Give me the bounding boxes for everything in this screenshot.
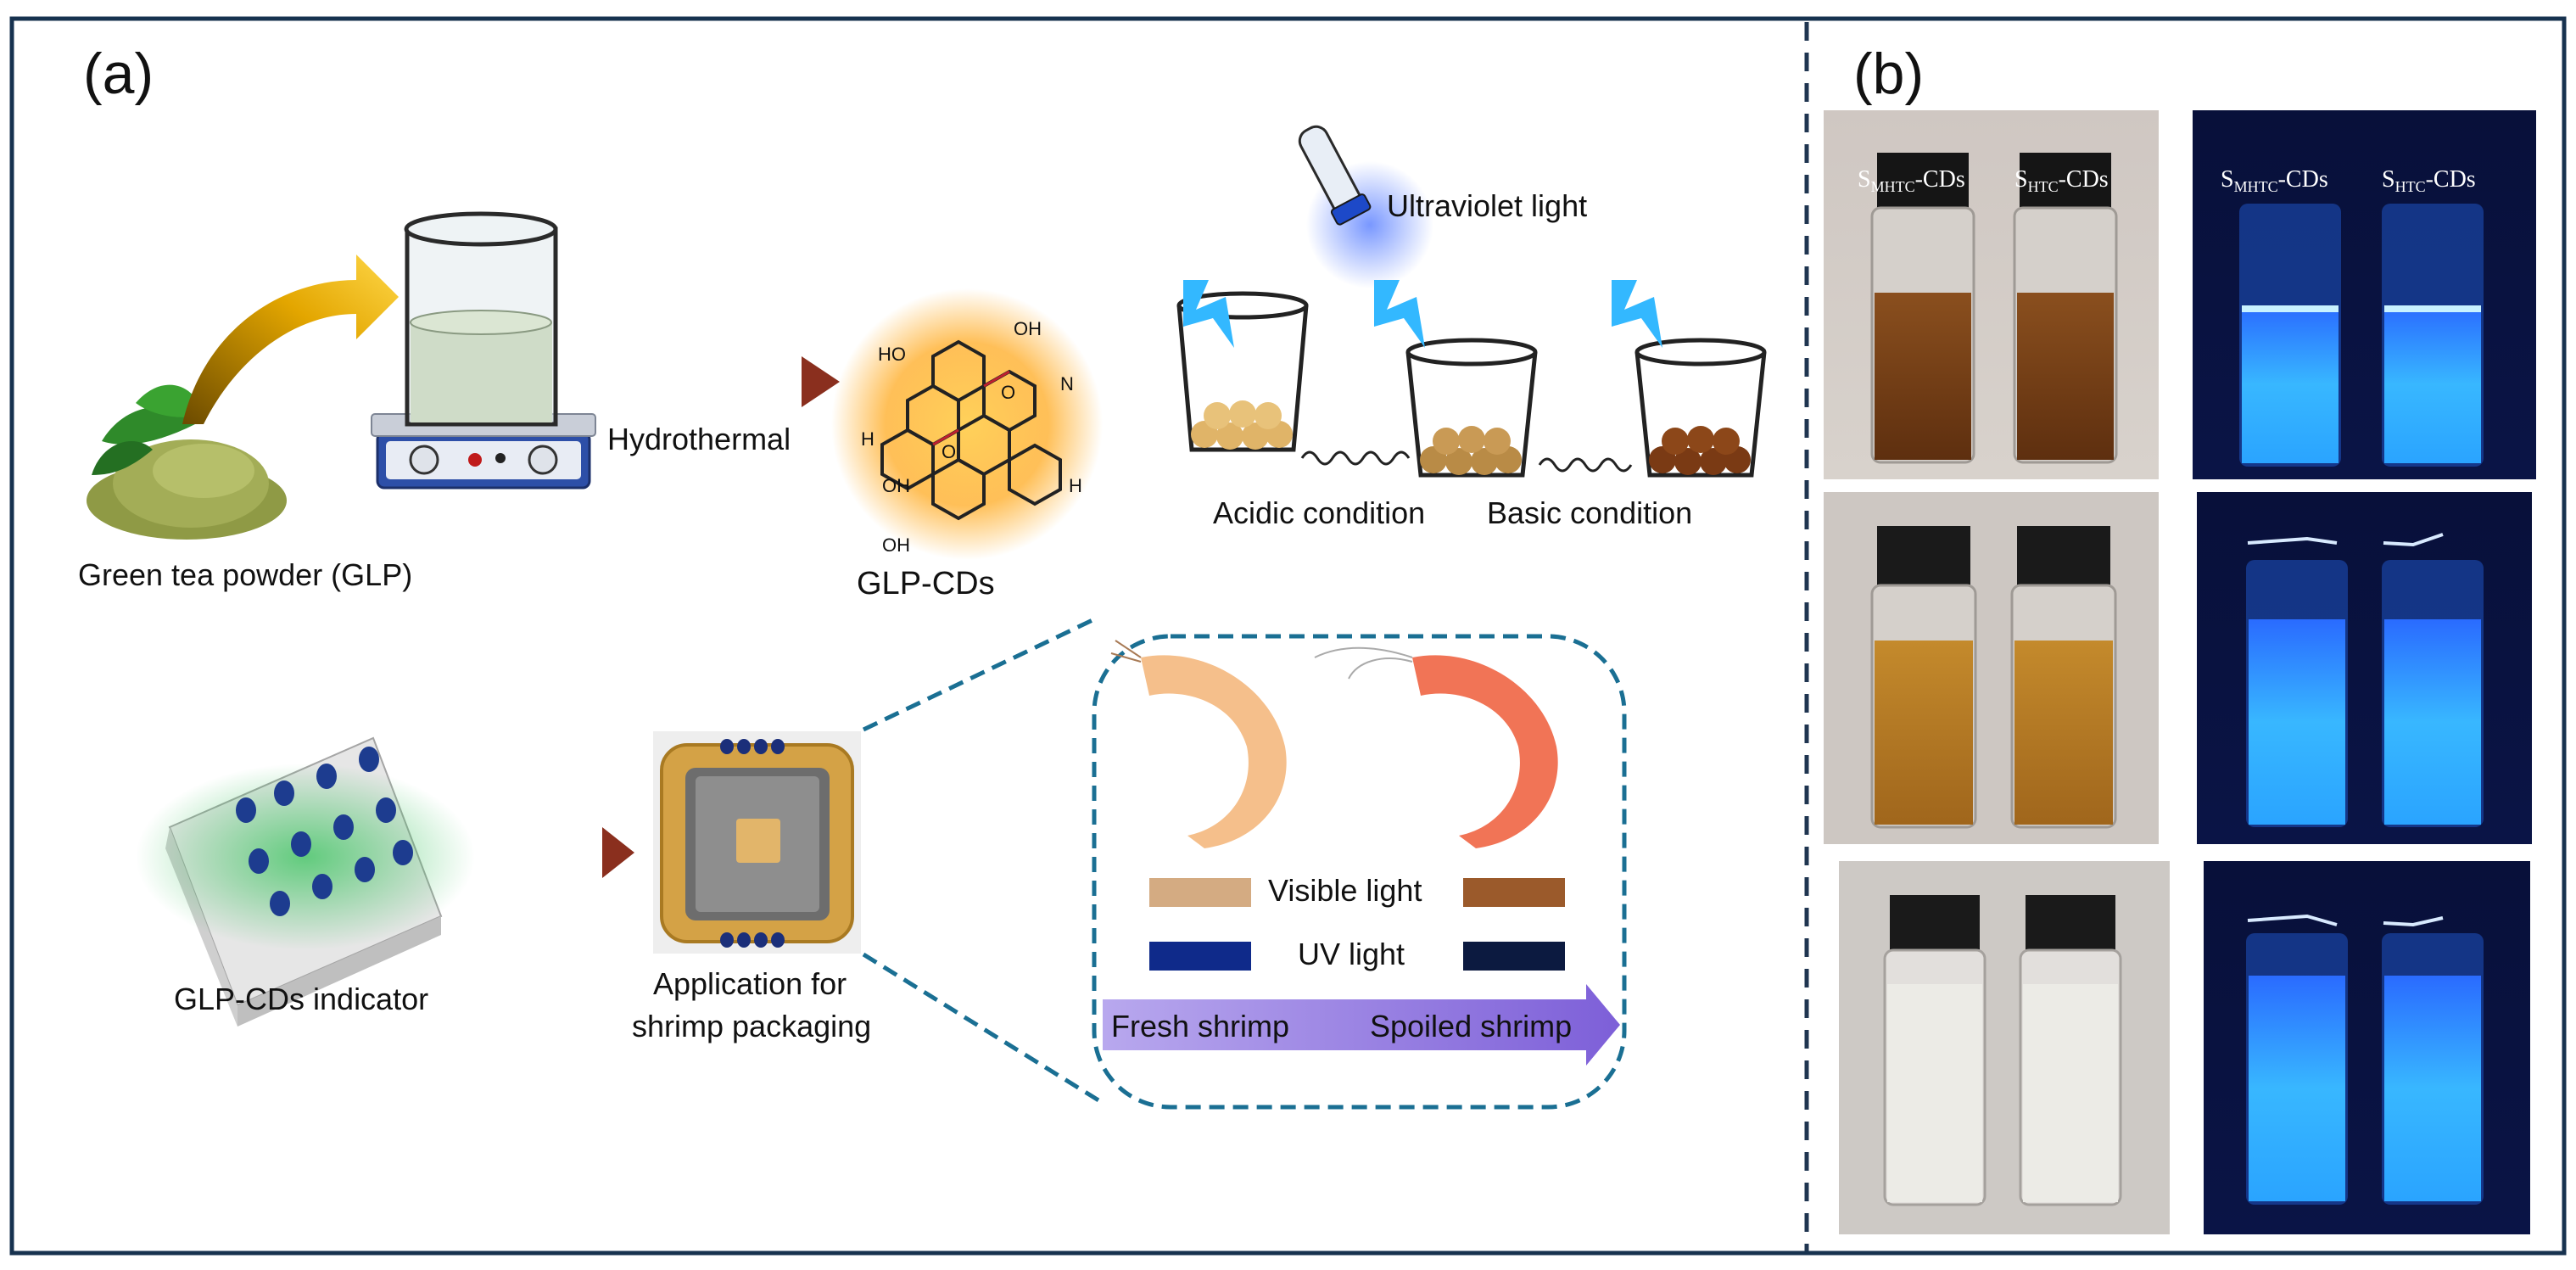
photo-row1-uv: SMHTC-CDs SHTC-CDs (2193, 110, 2536, 479)
uv-swatch-spoiled (1463, 942, 1565, 971)
fresh-shrimp-label: Fresh shrimp (1111, 1009, 1289, 1043)
arrow-to-packaging-head (602, 827, 634, 878)
photo-row3-visible (1839, 861, 2170, 1234)
visible-swatch-fresh (1149, 878, 1251, 907)
vial-r1u-right (2382, 204, 2484, 467)
green-tea-powder-illustration (87, 384, 287, 540)
freshness-gradient-arrow (1103, 984, 1620, 1066)
glp-cds-molecule: O O HO OH H OH OH N H (831, 288, 1103, 560)
svg-text:N: N (1060, 373, 1074, 394)
wave-1 (1300, 450, 1411, 466)
svg-text:O: O (1001, 382, 1015, 403)
visible-swatch-spoiled (1463, 878, 1565, 907)
photo-row2-visible (1824, 492, 2159, 844)
svg-text:OH: OH (1014, 318, 1042, 339)
vial-r1v-left (1870, 153, 1975, 464)
svg-text:H: H (861, 428, 874, 450)
r1v-left-caption: SMHTC-CDs (1858, 166, 1965, 195)
svg-text:HO: HO (878, 344, 906, 365)
green-tea-label: Green tea powder (GLP) (78, 557, 412, 592)
photo-row3-uv (2204, 861, 2530, 1234)
hydrothermal-label: Hydrothermal (607, 422, 791, 456)
arrow-hydrothermal-head (802, 356, 840, 407)
uv-flashlight-illustration (1298, 125, 1433, 288)
callout-line-top (862, 617, 1096, 732)
uv-swatch-fresh (1149, 942, 1251, 971)
callout-box (1092, 634, 1627, 1110)
figure-frame (9, 16, 2567, 1256)
glp-cds-indicator-illustration (136, 736, 475, 1027)
acidic-condition-label: Acidic condition (1213, 495, 1425, 530)
shrimp-packaging-illustration (653, 731, 861, 954)
uv-light-short-label: UV light (1298, 937, 1405, 971)
indicator-label: GLP-CDs indicator (174, 982, 428, 1016)
vial-r1u-left (2239, 204, 2341, 467)
cup-2 (1374, 280, 1538, 478)
spoiled-shrimp-label: Spoiled shrimp (1370, 1009, 1572, 1043)
beaker-hotplate-illustration (371, 211, 596, 490)
r1v-right-caption: SHTC-CDs (2014, 166, 2109, 195)
svg-text:OH: OH (882, 534, 910, 556)
application-label-line2: shrimp packaging (632, 1009, 871, 1043)
yellow-curved-arrow (182, 255, 399, 424)
r1u-right-caption: SHTC-CDs (2382, 166, 2476, 195)
callout-line-bottom (862, 952, 1104, 1105)
svg-text:OH: OH (882, 475, 910, 496)
cup-1 (1176, 280, 1309, 452)
vial-r1v-right (2013, 153, 2118, 464)
panel-b-label: (b) (1853, 42, 1924, 106)
r1u-left-caption: SMHTC-CDs (2221, 166, 2328, 195)
glp-cds-label: GLP-CDs (857, 566, 995, 601)
basic-condition-label: Basic condition (1487, 495, 1692, 530)
spoiled-shrimp-illustration (1314, 646, 1558, 848)
application-label-line1: Application for (653, 966, 847, 1001)
fresh-shrimp-illustration (1110, 640, 1287, 848)
svg-text:O: O (942, 441, 956, 462)
photo-row1-visible: SMHTC-CDs SHTC-CDs (1824, 110, 2159, 479)
svg-text:H: H (1069, 475, 1082, 496)
uv-light-label: Ultraviolet light (1387, 188, 1587, 223)
visible-light-label: Visible light (1268, 873, 1422, 908)
wave-2 (1538, 457, 1633, 473)
photo-row2-uv (2197, 492, 2532, 844)
panel-a-label: (a) (83, 42, 154, 106)
cup-3 (1612, 280, 1767, 478)
